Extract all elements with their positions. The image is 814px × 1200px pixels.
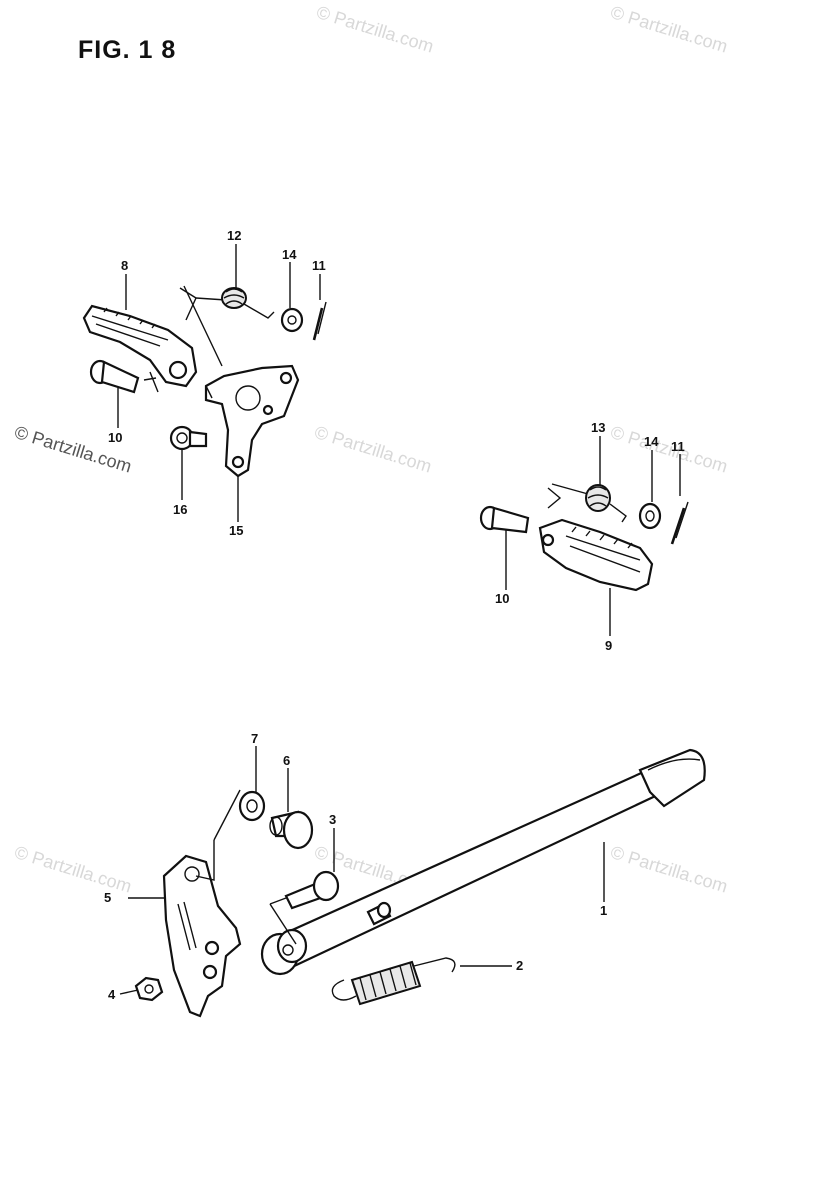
callout-1: 1 xyxy=(600,903,608,918)
callout-11: 11 xyxy=(671,439,685,454)
bolt-16-icon xyxy=(169,425,208,451)
spring-13-icon xyxy=(547,483,627,523)
callout-14: 14 xyxy=(282,247,297,262)
washer-7-icon xyxy=(238,790,266,822)
bracket-5-icon xyxy=(162,854,242,1018)
callout-12: 12 xyxy=(227,228,242,243)
callout-14: 14 xyxy=(644,434,659,449)
pin-10-left-icon xyxy=(89,359,159,394)
bracket-15-icon xyxy=(204,364,300,478)
pin-stud-icon xyxy=(366,901,392,926)
bolt-6-icon xyxy=(269,810,314,850)
footrest-right-icon xyxy=(538,518,654,592)
callout-2: 2 xyxy=(516,958,524,973)
callout-10: 10 xyxy=(495,591,510,606)
callout-5: 5 xyxy=(104,890,112,905)
cotter-pin-11-right-icon xyxy=(670,501,689,545)
spring-12-icon xyxy=(195,287,275,319)
callout-8: 8 xyxy=(121,258,129,273)
figure-title: FIG. 1 8 xyxy=(78,36,177,64)
callout-6: 6 xyxy=(283,753,291,768)
pin-10-right-icon xyxy=(479,505,530,534)
footrest-left-icon xyxy=(82,304,198,388)
callout-3: 3 xyxy=(329,812,337,827)
callout-16: 16 xyxy=(173,502,188,517)
side-stand-1-icon xyxy=(260,748,706,976)
bolt-3-icon xyxy=(284,870,340,910)
nut-4-icon xyxy=(134,976,164,1002)
spring-2-icon xyxy=(331,957,456,1006)
washer-14-right-icon xyxy=(638,502,662,530)
cotter-pin-11-left-icon xyxy=(312,301,327,341)
callout-13: 13 xyxy=(591,420,606,435)
callout-10: 10 xyxy=(108,430,123,445)
callout-15: 15 xyxy=(229,523,244,538)
callout-9: 9 xyxy=(605,638,613,653)
callout-7: 7 xyxy=(251,731,259,746)
callout-11: 11 xyxy=(312,258,326,273)
washer-14-left-icon xyxy=(280,307,304,333)
callout-4: 4 xyxy=(108,987,116,1002)
